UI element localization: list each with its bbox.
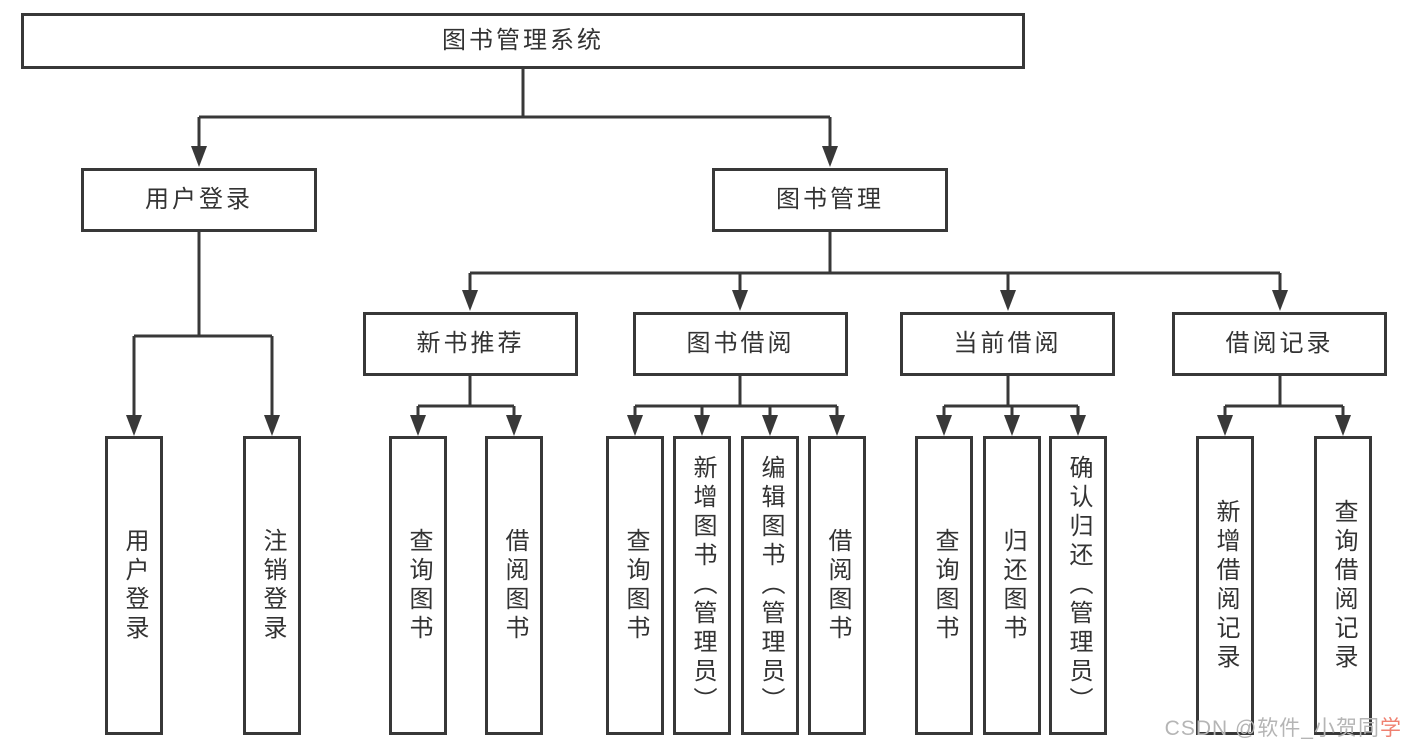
node-user-login: 用户登录: [81, 168, 317, 232]
arrow-icon: [762, 415, 778, 436]
watermark-text-red: 学: [1380, 717, 1402, 740]
node-label: 查询图书: [405, 527, 432, 644]
leaf-borrow-books: 借阅图书: [808, 436, 866, 735]
node-label: 查询图书: [931, 527, 958, 644]
node-label: 编辑图书（管理员）: [757, 455, 784, 716]
leaf-add-book-admin: 新增图书（管理员）: [673, 436, 731, 735]
node-label: 新书推荐: [416, 330, 525, 357]
node-book-borrow: 图书借阅: [633, 312, 848, 376]
node-label: 图书管理系统: [442, 27, 604, 54]
node-label: 借阅记录: [1225, 330, 1334, 357]
leaf-recommend-query-books: 查询图书: [389, 436, 447, 735]
arrow-icon: [1004, 415, 1020, 436]
leaf-confirm-return-admin: 确认归还（管理员）: [1049, 436, 1107, 735]
node-label: 查询图书: [622, 527, 649, 644]
node-label: 借阅图书: [824, 527, 851, 644]
arrow-icon: [732, 290, 748, 311]
leaf-return-books: 归还图书: [983, 436, 1041, 735]
leaf-recommend-borrow-books: 借阅图书: [485, 436, 543, 735]
node-label: 查询借阅记录: [1330, 498, 1357, 673]
node-label: 新增借阅记录: [1212, 498, 1239, 673]
arrow-icon: [506, 415, 522, 436]
leaf-user-login: 用户登录: [105, 436, 163, 735]
leaf-edit-book-admin: 编辑图书（管理员）: [741, 436, 799, 735]
arrow-icon: [410, 415, 426, 436]
node-new-book-recommend: 新书推荐: [363, 312, 578, 376]
arrow-icon: [822, 146, 838, 167]
node-borrow-records: 借阅记录: [1172, 312, 1387, 376]
arrow-icon: [191, 146, 207, 167]
node-label: 确认归还（管理员）: [1065, 455, 1092, 716]
arrow-icon: [936, 415, 952, 436]
arrow-icon: [1217, 415, 1233, 436]
leaf-current-query-books: 查询图书: [915, 436, 973, 735]
arrow-icon: [829, 415, 845, 436]
arrow-icon: [694, 415, 710, 436]
node-label: 当前借阅: [953, 330, 1062, 357]
arrow-icon: [126, 415, 142, 436]
arrow-icon: [1070, 415, 1086, 436]
node-label: 用户登录: [121, 527, 148, 644]
leaf-logout: 注销登录: [243, 436, 301, 735]
node-label: 注销登录: [259, 527, 286, 644]
arrow-icon: [1335, 415, 1351, 436]
node-label: 用户登录: [145, 186, 253, 213]
node-label: 图书借阅: [686, 330, 795, 357]
leaf-borrow-query-books: 查询图书: [606, 436, 664, 735]
arrow-icon: [1000, 290, 1016, 311]
node-book-management: 图书管理: [712, 168, 948, 232]
leaf-add-borrow-record: 新增借阅记录: [1196, 436, 1254, 735]
node-label: 图书管理: [776, 186, 884, 213]
arrow-icon: [1272, 290, 1288, 311]
node-label: 借阅图书: [501, 527, 528, 644]
arrow-icon: [627, 415, 643, 436]
node-root-system: 图书管理系统: [21, 13, 1025, 69]
leaf-query-borrow-record: 查询借阅记录: [1314, 436, 1372, 735]
node-current-borrow: 当前借阅: [900, 312, 1115, 376]
node-label: 新增图书（管理员）: [689, 455, 716, 716]
arrow-icon: [462, 290, 478, 311]
node-label: 归还图书: [999, 527, 1026, 644]
arrow-icon: [264, 415, 280, 436]
